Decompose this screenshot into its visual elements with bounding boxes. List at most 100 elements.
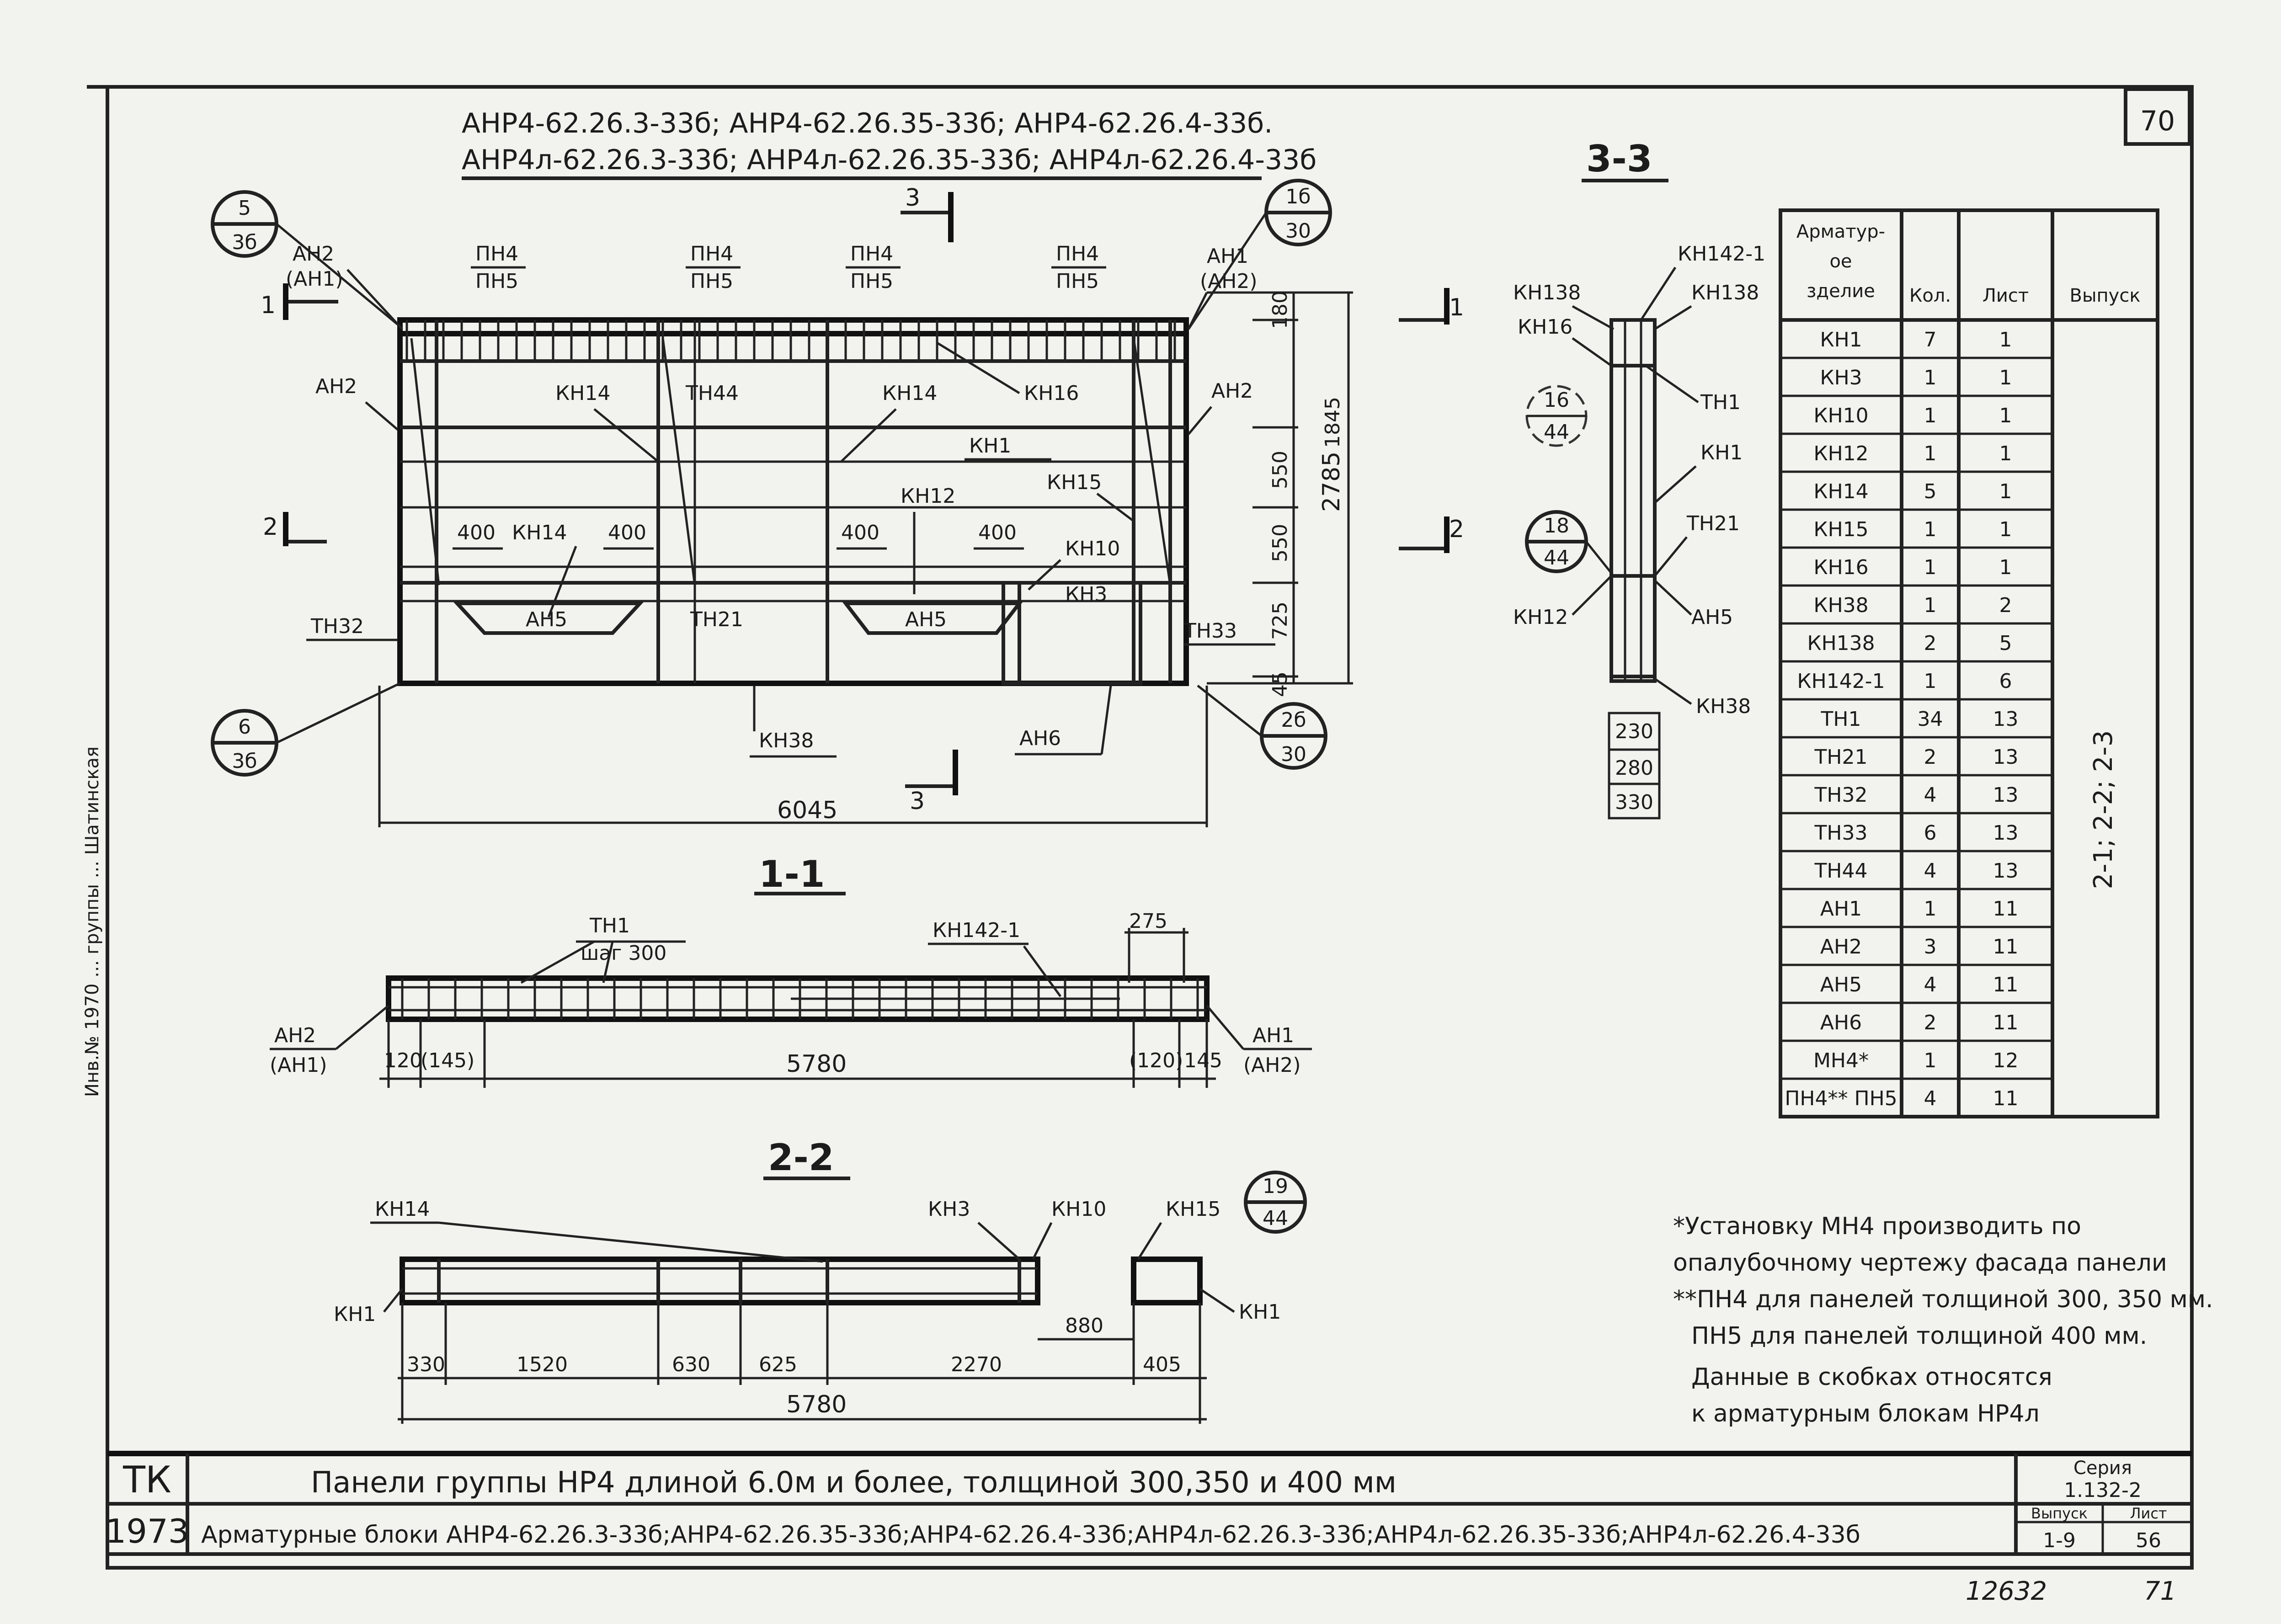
- spec-cell: 1: [1999, 442, 2012, 465]
- s11-dim-120: 120: [384, 1049, 422, 1072]
- spec-cell: 4: [1924, 859, 1937, 883]
- s22-dim-1520: 1520: [517, 1353, 568, 1376]
- elevation-view: АН2 (АН1) АН1 (АН2) ПН4 ПН5 ПН4 ПН5 ПН4 …: [286, 242, 1353, 827]
- spec-cell: 1: [1999, 404, 2012, 427]
- notes: *Установку МН4 производить по опалубочно…: [1673, 1213, 2213, 1427]
- spec-cell: КН38: [1813, 594, 1868, 617]
- spec-cell: КН14: [1813, 480, 1868, 503]
- s11-label-tn1: ТН1: [589, 914, 630, 937]
- svg-text:44: 44: [1263, 1207, 1288, 1230]
- spec-cell: 12: [1993, 1049, 2019, 1072]
- s22-dim-405: 405: [1143, 1353, 1181, 1376]
- label-pn5-1: ПН5: [475, 270, 518, 293]
- spec-cell: АН6: [1820, 1011, 1862, 1034]
- spec-cell: 13: [1993, 745, 2019, 769]
- s22-dim-880: 880: [1065, 1314, 1103, 1337]
- section-mark-3-top: 3: [905, 184, 920, 212]
- section-mark-3-bottom: 3: [910, 788, 925, 815]
- spec-cell: КН1: [1820, 328, 1862, 351]
- elevation-outline: [397, 317, 1189, 686]
- label-ah2-paren: (АН2): [1200, 270, 1258, 293]
- spec-cell: 34: [1918, 708, 1943, 731]
- section-3-3-view: КН142-1 КН138 КН138 КН16 ТН1 КН1 ТН21 КН…: [1513, 242, 1765, 820]
- callout-18-44: 18 44: [1525, 510, 1615, 577]
- spec-cell: 5: [1924, 480, 1937, 503]
- issue-value: 1-9: [2043, 1529, 2076, 1552]
- svg-text:3б: 3б: [232, 750, 257, 773]
- section-mark-2-left: 2: [263, 513, 278, 541]
- note-line-1: *Установку МН4 производить по: [1673, 1213, 2081, 1240]
- spec-cell: КН16: [1813, 556, 1868, 579]
- svg-text:3б: 3б: [232, 231, 257, 254]
- svg-text:1б: 1б: [1285, 185, 1311, 208]
- s11-label-ah2p: (АН2): [1243, 1054, 1301, 1077]
- spec-cell: 1: [1924, 670, 1937, 693]
- s22-dim-625: 625: [759, 1353, 797, 1376]
- spec-header-col: Кол.: [1909, 285, 1951, 306]
- spec-header-item: Арматур-: [1796, 221, 1885, 242]
- section-1-1-view: 1-1 ТН1 шаг 300 КН142-1 275 АН2 (АН1) АН…: [270, 853, 1312, 1088]
- spec-cell: 1: [1999, 366, 2012, 389]
- spec-cell: 1: [1924, 518, 1937, 541]
- title-block: ТК 1973 Панели группы НР4 длиной 6.0м и …: [105, 1451, 2192, 1556]
- spec-cell: КН10: [1813, 404, 1868, 427]
- label-pn4-2: ПН4: [690, 242, 733, 266]
- s11-dim-5780: 5780: [786, 1050, 847, 1078]
- callout-16-44: 16 44: [1525, 385, 1588, 447]
- header-line2: АНР4л-62.26.3-33б; АНР4л-62.26.35-33б; А…: [462, 144, 1316, 176]
- label-tn33: ТН33: [1183, 619, 1237, 643]
- s11-label-ah2: АН2: [274, 1024, 316, 1047]
- callout-6-3b: 6 3б: [211, 682, 401, 777]
- spec-cell: 5: [1999, 632, 2012, 655]
- label-pn4-3: ПН4: [850, 242, 893, 266]
- s22-label-kn1-right: КН1: [1239, 1300, 1281, 1324]
- spec-cell: 11: [1993, 935, 2019, 958]
- label-ah5-a: АН5: [526, 608, 567, 631]
- spec-cell: 1: [1924, 442, 1937, 465]
- svg-text:30: 30: [1285, 219, 1311, 243]
- label-kn16: КН16: [1024, 382, 1079, 405]
- svg-text:30: 30: [1281, 743, 1306, 766]
- s11-dim-275: 275: [1129, 910, 1167, 933]
- title-line-1: Панели группы НР4 длиной 6.0м и более, т…: [311, 1466, 1396, 1500]
- s22-label-kn10: КН10: [1051, 1198, 1106, 1221]
- label-ah2-right: АН2: [1211, 379, 1253, 403]
- section-mark-2-right: 2: [1449, 516, 1464, 543]
- spec-cell: 4: [1924, 973, 1937, 996]
- s33-label-ah5: АН5: [1691, 606, 1733, 629]
- spec-cell: 1: [1924, 556, 1937, 579]
- dim-725: 725: [1268, 602, 1292, 640]
- label-kn14-b: КН14: [882, 382, 937, 405]
- section-3-3-title: 3-3: [1586, 138, 1652, 180]
- callout-19-44: 19 44: [1244, 1171, 1307, 1234]
- s33-label-kn142: КН142-1: [1678, 242, 1765, 266]
- spec-cell: ТН33: [1814, 821, 1868, 845]
- spec-cell: 11: [1993, 973, 2019, 996]
- svg-text:2б: 2б: [1281, 708, 1306, 732]
- series-value: 1.132-2: [2064, 1479, 2142, 1502]
- spec-cell: 1: [1924, 404, 1937, 427]
- spec-cell: АН5: [1820, 973, 1862, 996]
- ah5-trapezoid-left: [453, 602, 645, 635]
- spec-cell: 11: [1993, 1087, 2019, 1110]
- callouts: 5 3б 1б 30 6 3б 2б 30 16 44: [211, 179, 1615, 1234]
- s33-dim-330: 330: [1615, 791, 1653, 814]
- s22-dim-330: 330: [407, 1353, 445, 1376]
- spec-cell: КН138: [1807, 632, 1875, 655]
- label-kn12: КН12: [901, 485, 955, 508]
- sheet-frame: [106, 85, 2194, 1570]
- spec-cell: 2: [1924, 632, 1937, 655]
- s22-dim-2270: 2270: [951, 1353, 1002, 1376]
- spec-cell: КН142-1: [1797, 670, 1885, 693]
- s11-dim-120p: (120): [1129, 1049, 1183, 1072]
- spec-cell: 13: [1993, 783, 2019, 807]
- label-ah6: АН6: [1019, 727, 1061, 750]
- svg-text:5: 5: [238, 197, 251, 220]
- section-mark-1-left: 1: [261, 292, 276, 319]
- s11-label-ah1p: (АН1): [270, 1054, 327, 1077]
- footer-page: 71: [2144, 1576, 2176, 1606]
- spec-cell: ТН21: [1814, 745, 1868, 769]
- sheet-number: 70: [2140, 105, 2175, 137]
